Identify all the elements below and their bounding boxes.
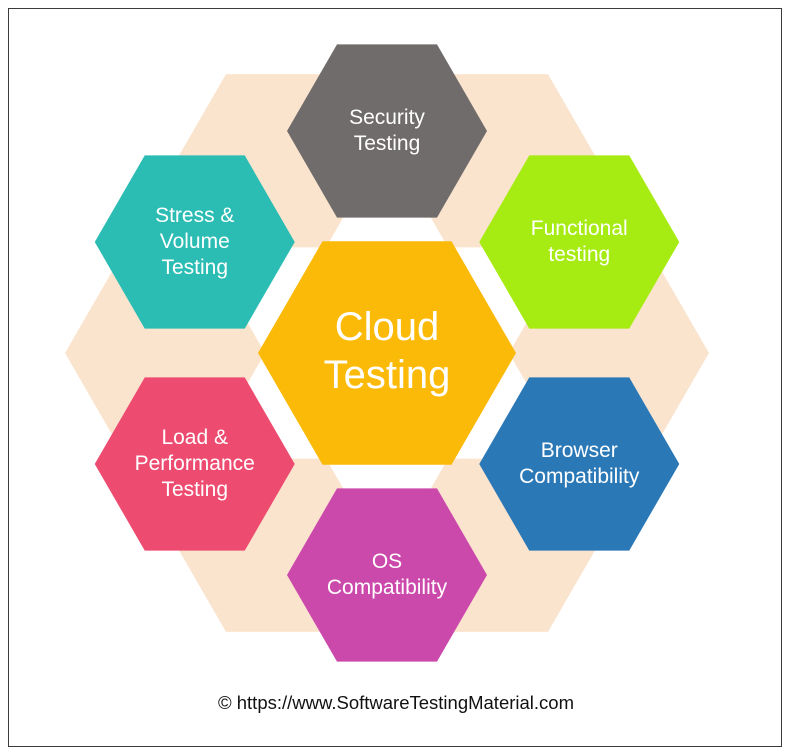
hexagon-label-bottom: OS Compatibility bbox=[327, 550, 448, 599]
hexagon-node-bottom[interactable]: OS Compatibility bbox=[287, 488, 487, 662]
hexagon-label-line: Testing bbox=[161, 256, 228, 279]
hexagon-shape-bottom bbox=[287, 488, 487, 662]
hexagon-label-line: testing bbox=[548, 243, 610, 266]
hexagon-shape-top bbox=[287, 44, 487, 218]
hexagon-shape-center bbox=[258, 241, 516, 465]
hexagon-shape-bottom-right bbox=[479, 377, 680, 551]
hexagon-label-line: Stress & bbox=[155, 204, 234, 227]
hexagon-label-line: Security bbox=[349, 106, 425, 129]
hexagon-shape-bottom-left bbox=[94, 377, 295, 551]
hexagon-label-line: Volume bbox=[160, 230, 230, 253]
hexagon-label-line: Cloud bbox=[335, 305, 440, 349]
hexagon-label-top-right: Functional testing bbox=[531, 217, 628, 266]
hexagon-label-line: Compatibility bbox=[519, 465, 640, 488]
hexagon-label-line: Browser bbox=[541, 439, 618, 462]
hexagon-shape-top-right bbox=[479, 155, 680, 329]
hexagon-label-line: Testing bbox=[161, 478, 228, 501]
hexagon-label-line: Load & bbox=[161, 426, 228, 449]
hexagon-shape-top-left bbox=[94, 155, 295, 329]
footer-credit: © https://www.SoftwareTestingMaterial.co… bbox=[217, 692, 574, 713]
hexagon-label-line: OS bbox=[372, 550, 402, 573]
hexagon-label-line: Testing bbox=[324, 353, 451, 397]
hexagon-label-line: Performance bbox=[135, 452, 255, 475]
hexagon-label-line: Compatibility bbox=[327, 576, 448, 599]
hexagon-label-line: Testing bbox=[354, 132, 421, 155]
hexagon-node-top-right[interactable]: Functional testing bbox=[479, 155, 680, 329]
hexagon-label-line: Functional bbox=[531, 217, 628, 240]
